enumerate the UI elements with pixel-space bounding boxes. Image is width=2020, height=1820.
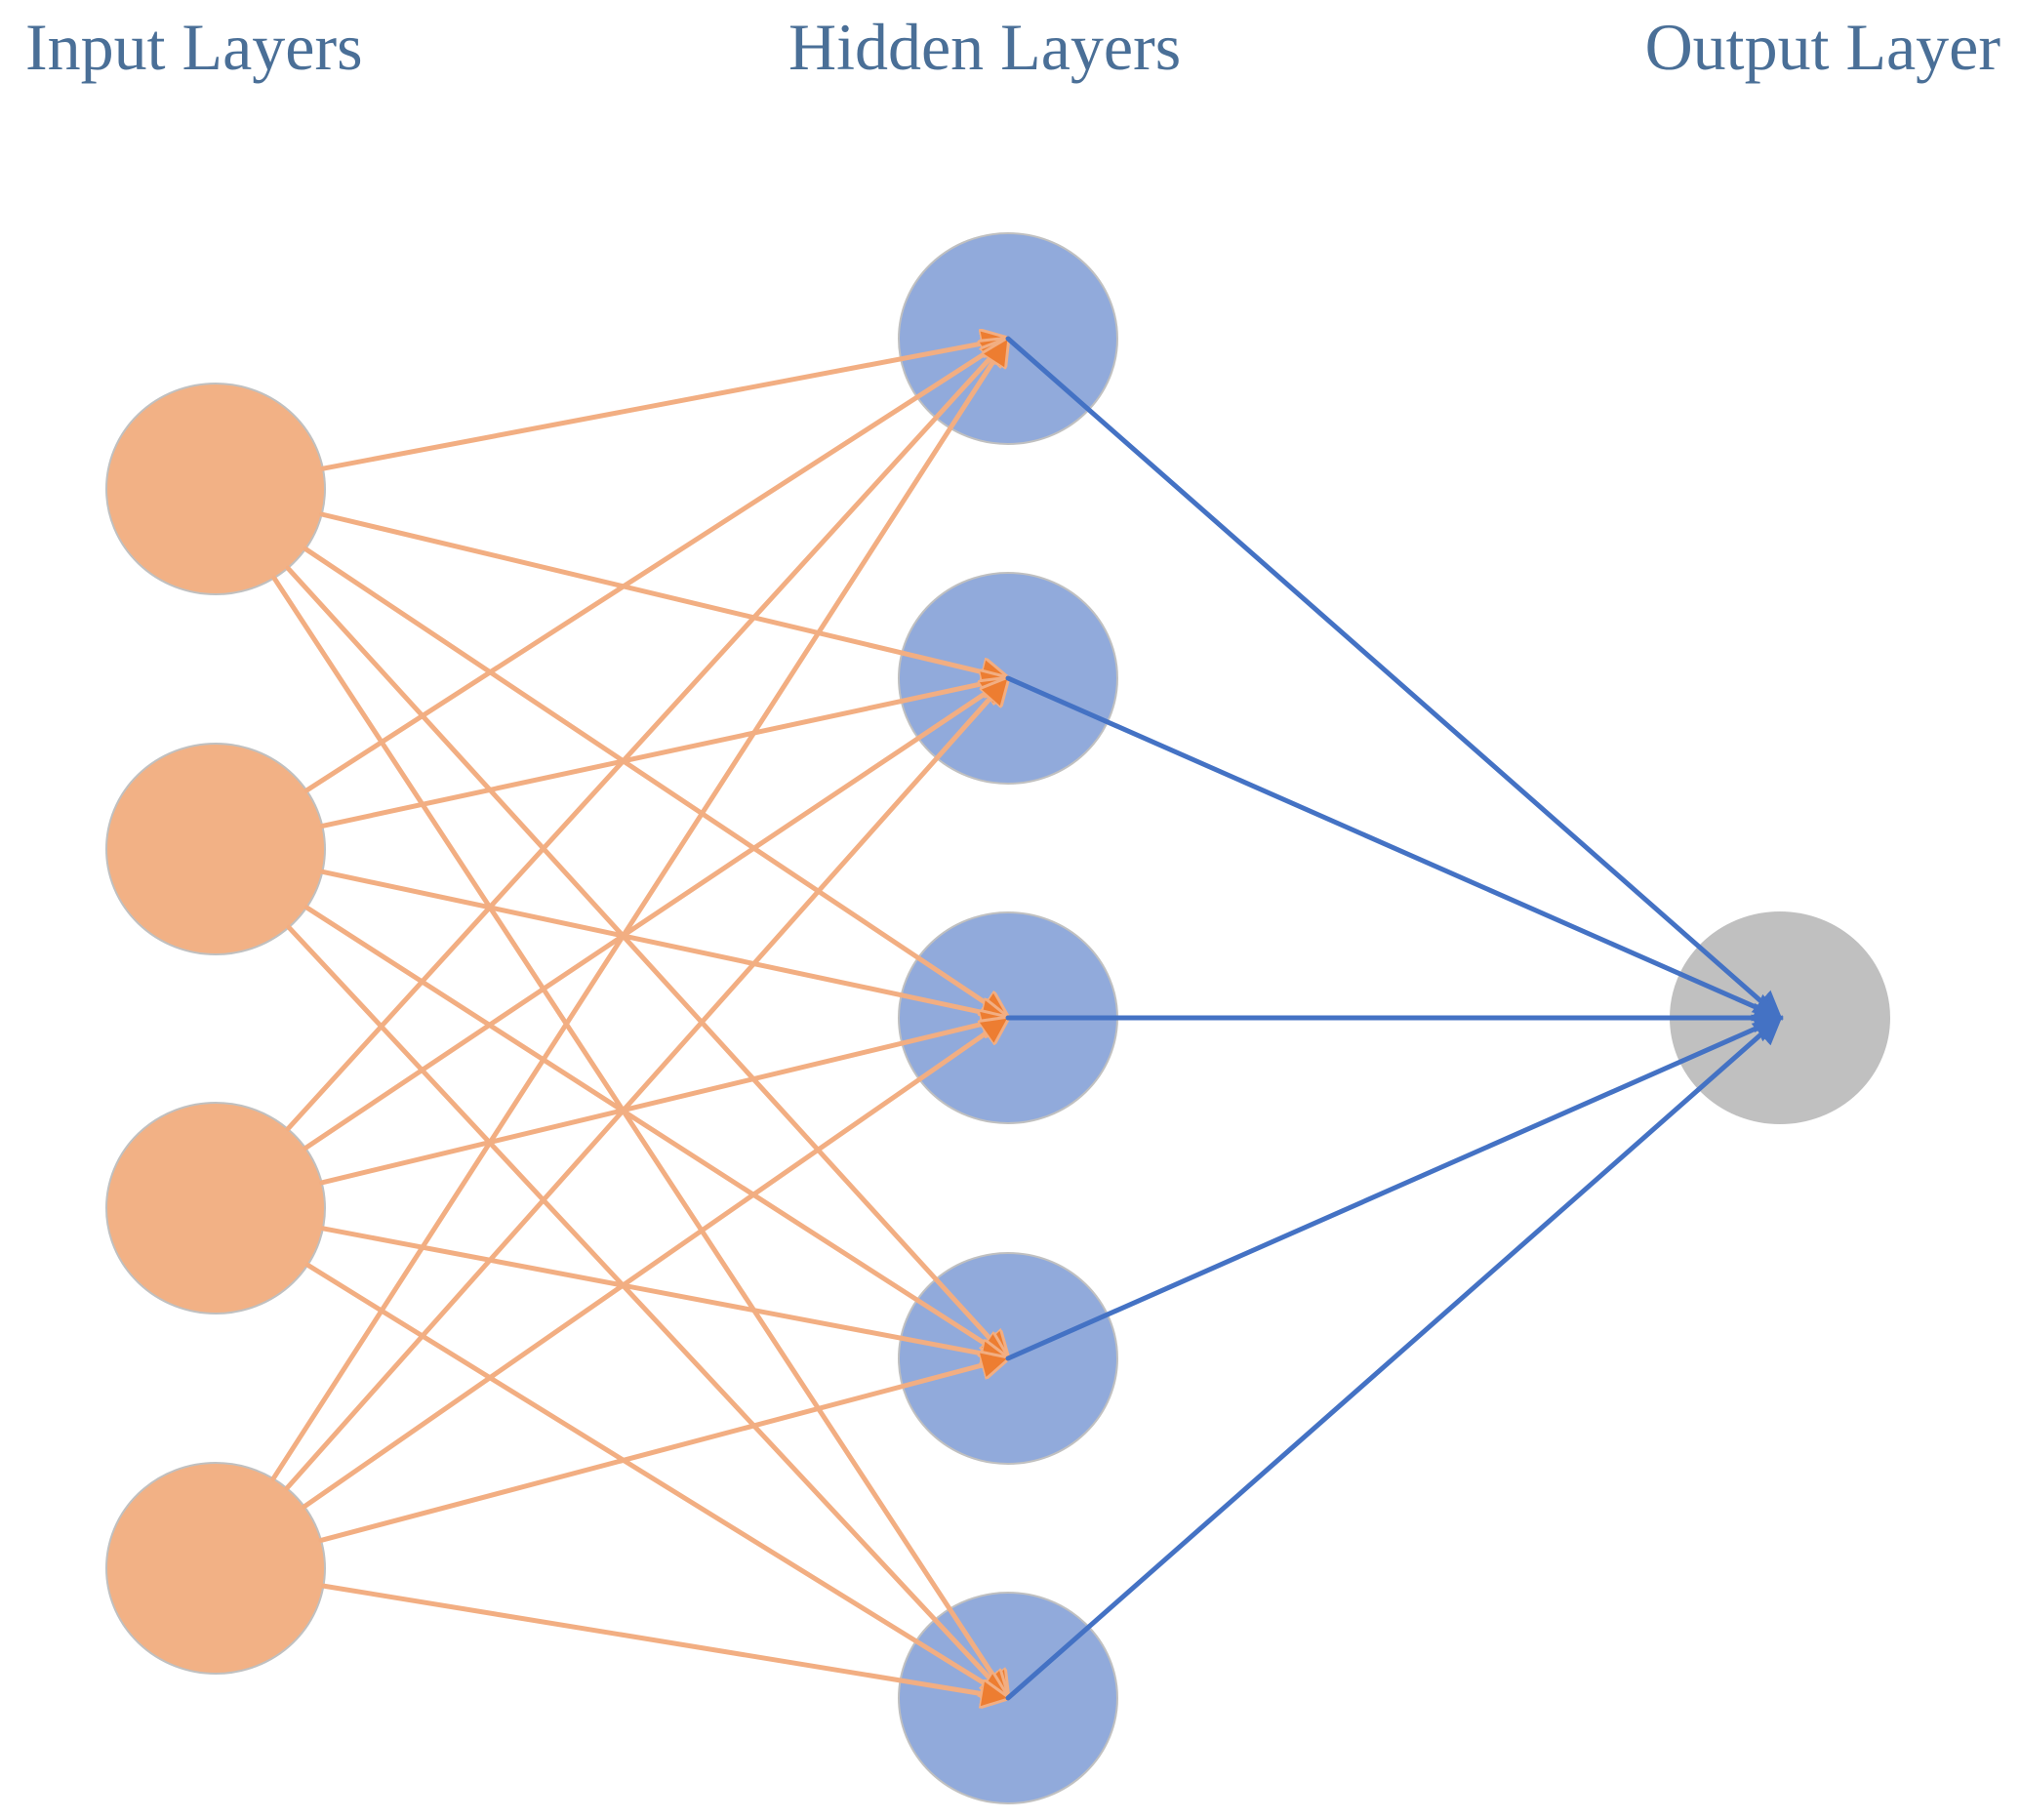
output-layer-title: Output Layer <box>1644 10 2000 84</box>
input-layer-title: Input Layers <box>25 10 363 84</box>
edge-input-2-to-hidden-3 <box>319 869 1004 1017</box>
input-neuron-2 <box>105 743 326 955</box>
edge-hidden-1-to-output-1 <box>1005 336 1784 1021</box>
edge-input-3-to-hidden-5 <box>304 1262 1004 1696</box>
edge-input-4-to-hidden-1 <box>270 342 1006 1481</box>
edge-group <box>270 336 1784 1701</box>
edge-input-1-to-hidden-1 <box>320 340 1004 471</box>
input-neuron-1 <box>105 383 326 595</box>
input-neuron-3 <box>105 1102 326 1314</box>
edge-hidden-2-to-output-1 <box>1005 675 1784 1022</box>
edge-hidden-4-to-output-1 <box>1005 1014 1784 1361</box>
edge-input-3-to-hidden-2 <box>303 680 1005 1151</box>
edge-input-2-to-hidden-5 <box>286 924 1005 1695</box>
edge-input-1-to-hidden-2 <box>319 511 1004 677</box>
edge-input-3-to-hidden-3 <box>319 1019 1004 1186</box>
edge-input-4-to-hidden-3 <box>302 1020 1005 1510</box>
edge-input-2-to-hidden-1 <box>303 341 1004 793</box>
edge-input-4-to-hidden-4 <box>318 1359 1004 1543</box>
hidden-layer-title: Hidden Layers <box>788 10 1182 84</box>
edge-input-1-to-hidden-4 <box>285 565 1005 1355</box>
edge-input-4-to-hidden-5 <box>320 1583 1004 1697</box>
input-neuron-4 <box>105 1462 326 1675</box>
edge-input-3-to-hidden-4 <box>320 1226 1004 1358</box>
edge-input-3-to-hidden-1 <box>285 342 1005 1132</box>
node-group <box>105 232 1890 1804</box>
edge-hidden-5-to-output-1 <box>1005 1015 1784 1701</box>
edge-input-2-to-hidden-2 <box>319 679 1004 829</box>
edge-input-1-to-hidden-3 <box>303 546 1005 1016</box>
edge-input-1-to-hidden-5 <box>271 575 1006 1694</box>
edge-input-4-to-hidden-2 <box>284 681 1005 1491</box>
